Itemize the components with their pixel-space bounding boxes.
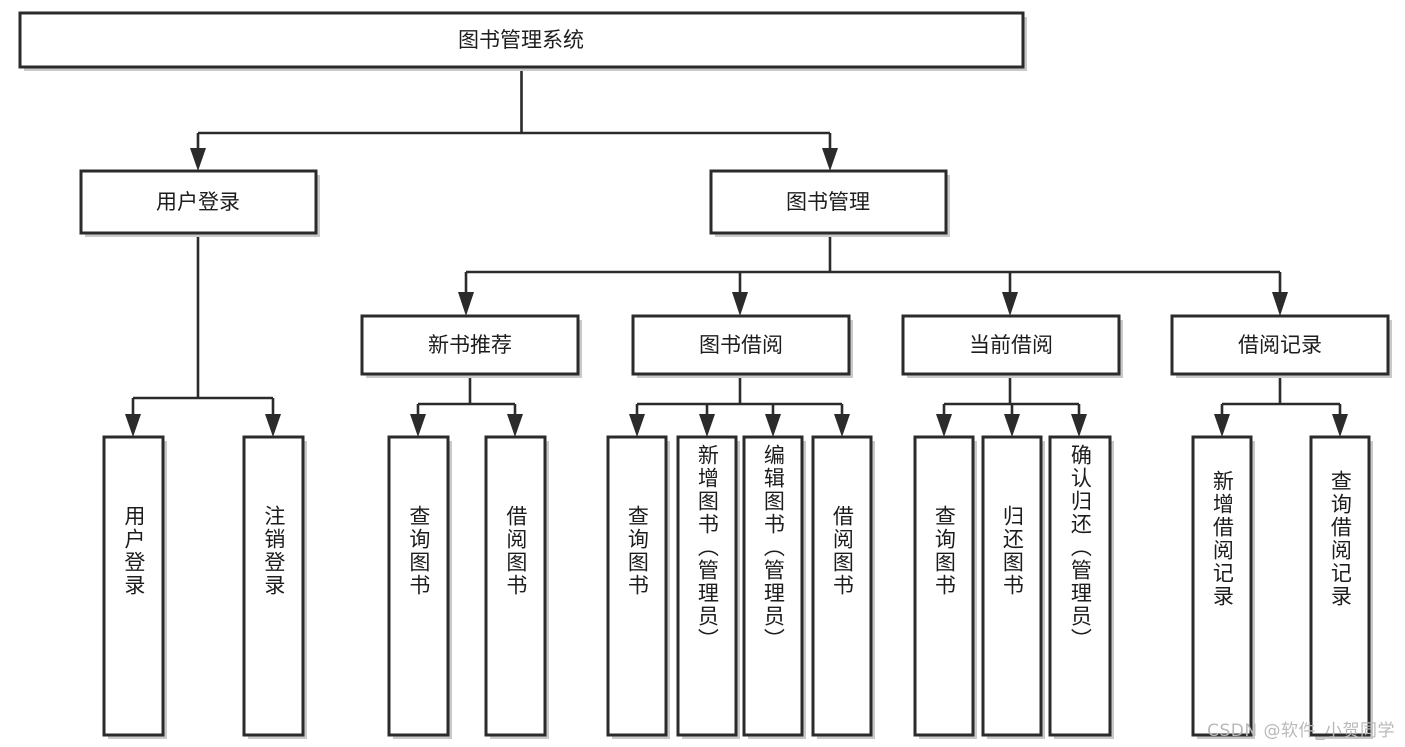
node-new-book-recommend[interactable]: 新书推荐 (360, 314, 582, 378)
arrow-bm-new-book (458, 292, 474, 316)
node-leaf-query-book-1[interactable] (387, 435, 452, 739)
current-borrow-box (901, 314, 1121, 376)
arrow-bm-current-borrow (1002, 292, 1018, 316)
new-book-recommend-label: 新书推荐 (428, 333, 512, 357)
arrow-bookborrow-leaf-2 (699, 414, 715, 437)
node-book-manage[interactable]: 图书管理 (709, 169, 950, 237)
csdn-watermark: CSDN @软件_小贺同学 (1207, 721, 1395, 741)
leaf-query-book-3-box (913, 435, 975, 737)
node-leaf-return-book[interactable] (981, 435, 1045, 739)
node-leaf-query-book-3[interactable] (913, 435, 977, 739)
leaf-logout-box (242, 435, 305, 737)
root-box (18, 11, 1025, 69)
book-manage-label: 图书管理 (786, 190, 870, 214)
arrow-currentborrow-leaf-1 (936, 414, 952, 437)
arrow-bookborrow-leaf-3 (765, 414, 781, 437)
arrow-newbook-leaf-2 (507, 414, 523, 437)
node-borrow-record[interactable]: 借阅记录 (1170, 314, 1392, 378)
leaf-edit-book-box (742, 435, 804, 737)
node-user-login[interactable]: 用户登录 (79, 169, 320, 237)
connector-layer (125, 67, 1348, 437)
node-leaf-borrow-book-1[interactable] (484, 435, 549, 739)
leaf-add-record-box (1191, 435, 1253, 737)
node-leaf-add-record[interactable] (1191, 435, 1255, 739)
arrow-newbook-leaf-1 (410, 414, 426, 437)
node-current-borrow[interactable]: 当前借阅 (901, 314, 1123, 378)
arrow-currentborrow-leaf-2 (1004, 414, 1020, 437)
leaf-confirm-return-box (1048, 435, 1112, 737)
current-borrow-label: 当前借阅 (969, 333, 1053, 357)
borrow-record-box (1170, 314, 1390, 376)
leaf-query-book-1-box (387, 435, 450, 737)
arrow-root-to-book-manage (822, 148, 838, 171)
node-leaf-query-book-2[interactable] (606, 435, 670, 739)
book-manage-box (709, 169, 948, 235)
leaf-borrow-book-2-box (811, 435, 873, 737)
node-root[interactable]: 图书管理系统 (18, 11, 1027, 71)
root-label: 图书管理系统 (458, 28, 584, 52)
node-layer: 图书管理系统 用户登录 图书管理 新书推荐 图书 (18, 11, 1392, 739)
leaf-query-record-box (1309, 435, 1371, 737)
new-book-recommend-box (360, 314, 580, 376)
node-leaf-borrow-book-2[interactable] (811, 435, 875, 739)
arrow-borrowrecord-leaf-2 (1332, 414, 1348, 437)
leaf-user-login-box (102, 435, 165, 737)
node-leaf-edit-book[interactable] (742, 435, 806, 739)
node-leaf-add-book[interactable] (676, 435, 740, 739)
leaf-add-book-box (676, 435, 738, 737)
arrow-bookborrow-leaf-1 (629, 414, 645, 437)
leaf-query-book-2-box (606, 435, 668, 737)
node-leaf-user-login[interactable] (102, 435, 167, 739)
borrow-record-label: 借阅记录 (1238, 333, 1322, 357)
arrow-bm-book-borrow (732, 292, 748, 316)
node-leaf-confirm-return[interactable] (1048, 435, 1114, 739)
arrow-bm-borrow-record (1272, 292, 1288, 316)
node-leaf-query-record[interactable] (1309, 435, 1373, 739)
leaf-borrow-book-1-box (484, 435, 547, 737)
node-book-borrow[interactable]: 图书借阅 (631, 314, 853, 378)
arrow-userlogin-leaf-2 (265, 414, 281, 437)
arrow-bookborrow-leaf-4 (834, 414, 850, 437)
arrow-userlogin-leaf-1 (125, 414, 141, 437)
arrow-currentborrow-leaf-3 (1071, 414, 1087, 437)
book-borrow-box (631, 314, 851, 376)
book-borrow-label: 图书借阅 (699, 333, 783, 357)
user-login-box (79, 169, 318, 235)
node-leaf-logout[interactable] (242, 435, 307, 739)
leaf-return-book-box (981, 435, 1043, 737)
arrow-borrowrecord-leaf-1 (1214, 414, 1230, 437)
user-login-label: 用户登录 (156, 190, 240, 214)
arrow-root-to-user-login (190, 148, 206, 171)
